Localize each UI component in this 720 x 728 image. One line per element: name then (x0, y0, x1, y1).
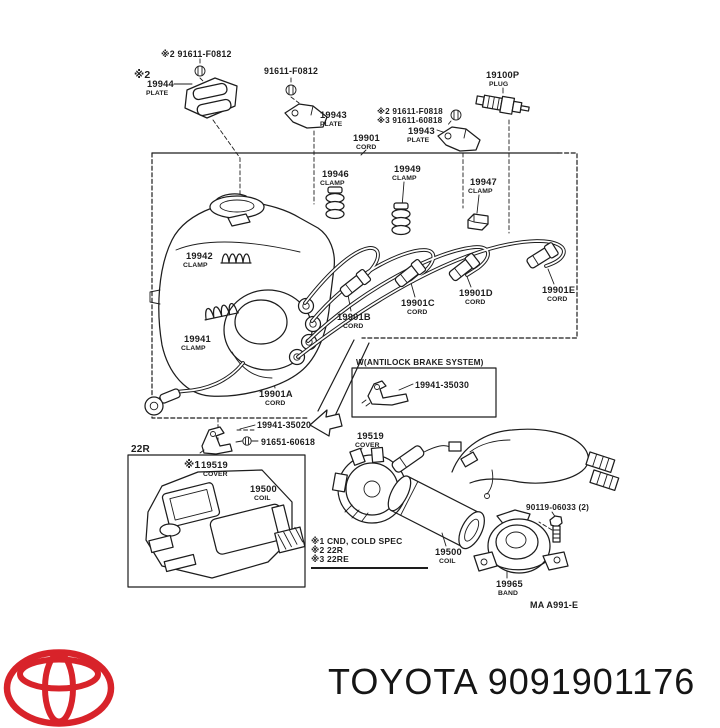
plate-19943-right-drawing (437, 126, 481, 152)
label-22r-box: 22R (131, 444, 151, 455)
bolt-90119-drawing (549, 515, 563, 543)
label-clamp-19941: 19941 (184, 334, 211, 344)
harness-connector (585, 451, 616, 474)
label-cord-19901d-sub: CORD (465, 299, 485, 306)
pointer-arrow (309, 409, 343, 437)
distributor-body-drawing (473, 509, 569, 574)
main-enclosure-border (151, 152, 578, 419)
bolt-marker-icon (242, 436, 252, 446)
clamp-19947-drawing (467, 213, 489, 231)
bracket-35020-drawing (199, 426, 233, 455)
label-band-sub: BAND (498, 590, 518, 597)
abs-bracket-drawing (361, 380, 409, 407)
boot-19901b (339, 268, 372, 298)
boot-19901c (394, 258, 427, 288)
boot-19901e (526, 242, 559, 269)
label-plate-19944: 19944 (147, 79, 174, 89)
nut-icon (194, 65, 206, 77)
fastener-markers (194, 65, 462, 446)
label-cover-right: 19519 (357, 431, 384, 441)
label-plug-19100p: 19100P (486, 70, 519, 80)
label-cover-left-ref: ※1 (184, 459, 200, 471)
brand-part-number: TOYOTA 9091901176 (328, 661, 696, 702)
clamp-19941-drawing (204, 302, 239, 321)
wire-boots (144, 242, 559, 416)
label-cord-19901c-sub: CORD (407, 309, 427, 316)
label-cord-19901b-sub: CORD (343, 323, 363, 330)
oil-cap (209, 195, 265, 219)
nut-icon (450, 109, 462, 121)
part-labels: ※2 91611-F0812 ※2 19944 PLATE 91611-F081… (131, 49, 589, 610)
label-bolt-right-2: ※3 91611-60818 (377, 115, 443, 125)
label-coil-right: 19500 (435, 547, 462, 557)
label-cord-19901-sub: CORD (356, 144, 376, 151)
label-coil-right-sub: COIL (439, 558, 456, 565)
boot-19901d (448, 252, 481, 282)
legend-line-3: ※3 22RE (311, 554, 349, 564)
label-plate-19943-left: 19943 (320, 110, 347, 120)
label-abs-box-title: W(ANTILOCK BRAKE SYSTEM) (356, 358, 484, 367)
legend-line-1: ※1 CND, COLD SPEC (311, 536, 402, 546)
label-plug-sub: PLUG (489, 81, 508, 88)
clamps (204, 186, 489, 321)
label-cover-right-sub: COVER (355, 442, 380, 449)
label-bolt-91651: 91651-60618 (261, 437, 315, 447)
label-clamp-19941-sub: CLAMP (181, 345, 206, 352)
label-coil-left: 19500 (250, 484, 277, 494)
label-clamp-19949-sub: CLAMP (392, 175, 417, 182)
label-plate-19943-right-sub: PLATE (407, 137, 430, 144)
label-clamp-19942: 19942 (186, 251, 213, 261)
cap-boot (391, 445, 425, 473)
label-plate-19944-sub: PLATE (146, 90, 169, 97)
label-coil-left-sub: COIL (254, 495, 271, 502)
label-bolt-right-1: ※2 91611-F0818 (377, 106, 443, 116)
label-clamp-19949: 19949 (394, 164, 421, 174)
label-cord-19901: 19901 (353, 133, 380, 143)
clamp-19942-drawing (220, 253, 252, 264)
label-cover-left: 19519 (201, 460, 228, 470)
label-band-19965: 19965 (496, 579, 523, 589)
harness-connector (589, 469, 620, 492)
label-cord-19901e-sub: CORD (547, 296, 567, 303)
spark-plug-drawing (475, 94, 530, 115)
cord-terminal (144, 396, 164, 416)
label-cord-19901a: 19901A (259, 389, 293, 399)
coil-terminal-strip (274, 526, 306, 554)
label-bolt-top-left: ※2 91611-F0812 (161, 49, 232, 59)
plate-19943-left-drawing (284, 103, 328, 129)
clamp-19949-drawing (391, 202, 411, 236)
label-cord-19901e: 19901E (542, 285, 575, 295)
abs-option-box (351, 367, 497, 418)
label-bracket-35020: 19941-35020 (257, 420, 311, 430)
label-plate-19943-left-sub: PLATE (320, 121, 343, 128)
toyota-logo (3, 649, 115, 727)
label-clamp-19942-sub: CLAMP (183, 262, 208, 269)
toyota-logo-ellipses (3, 649, 115, 727)
label-abs-part: 19941-35030 (415, 380, 469, 390)
label-bolt-90119: 90119-06033 (2) (526, 503, 589, 512)
label-cord-19901a-sub: CORD (265, 400, 285, 407)
coil-assembly-box-22r (127, 454, 306, 588)
label-plate-19944-ref: ※2 (134, 69, 150, 81)
plates-and-plug (184, 77, 530, 152)
harness-drawing (451, 428, 620, 499)
coil-cylinder-drawing (387, 441, 485, 550)
label-cord-19901c: 19901C (401, 298, 435, 308)
label-plate-19943-right: 19943 (408, 126, 435, 136)
label-bolt-top-mid: 91611-F0812 (264, 66, 318, 76)
nut-icon (285, 84, 297, 96)
label-ref-code: MA A991-E (530, 600, 578, 610)
parts-diagram: ※2 91611-F0812 ※2 19944 PLATE 91611-F081… (127, 49, 620, 610)
plate-19944-drawing (184, 77, 238, 119)
label-clamp-19946: 19946 (322, 169, 349, 179)
label-clamp-19947: 19947 (470, 177, 497, 187)
label-clamp-19946-sub: CLAMP (320, 180, 345, 187)
legend-line-2: ※2 22R (311, 545, 343, 555)
clamp-19946-drawing (325, 186, 345, 220)
label-clamp-19947-sub: CLAMP (468, 188, 493, 195)
label-cover-left-sub: COVER (203, 471, 228, 478)
label-cord-19901b: 19901B (337, 312, 371, 322)
label-cord-19901d: 19901D (459, 288, 493, 298)
